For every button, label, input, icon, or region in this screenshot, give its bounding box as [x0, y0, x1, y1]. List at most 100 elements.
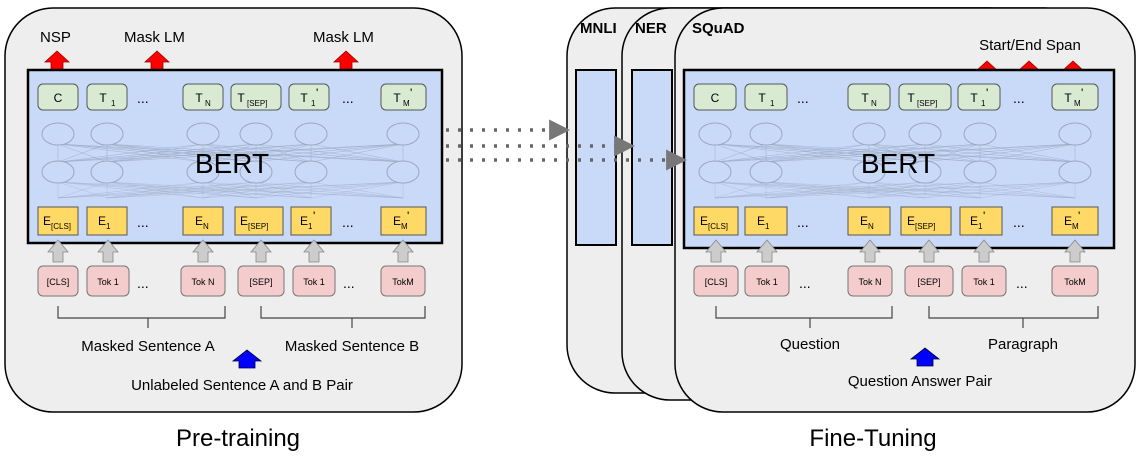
bracket-a: [57, 306, 226, 328]
connection-line: [106, 143, 404, 163]
e-cell-n: [182, 206, 224, 236]
gray-up-arrow-icon: [303, 239, 325, 263]
bracket-question: [715, 306, 893, 328]
connection-line: [255, 143, 404, 163]
e-cell-sep: [234, 206, 284, 236]
e-cell-cls: [693, 206, 739, 236]
connection-line: [714, 143, 926, 163]
t-cell-label: T: [393, 91, 401, 105]
connection-line: [714, 181, 767, 199]
ellipsis: ...: [343, 275, 355, 291]
network-node: [386, 160, 420, 184]
pretraining-caption: Pre-training: [176, 425, 300, 452]
t-cell-sub: 1: [770, 99, 775, 108]
connection-line: [106, 143, 312, 163]
network-lines: [698, 122, 1092, 199]
e-cell-cls: [37, 206, 79, 236]
connection-line: [57, 181, 404, 199]
e-cell-1-prime: [959, 206, 1003, 236]
gray-up-arrow-icon: [47, 239, 69, 263]
e-cell-sub: 1: [765, 222, 770, 231]
connection-line: [765, 143, 1076, 163]
task-label-squad: SQuAD: [692, 20, 745, 37]
connection-line: [979, 143, 1076, 163]
connection-line: [924, 181, 1076, 199]
network-node: [1058, 122, 1092, 146]
connection-line: [714, 181, 981, 199]
connection-line: [714, 181, 1076, 199]
t-cell-label: T: [861, 91, 869, 105]
network-node: [963, 122, 997, 146]
bert-label: BERT: [195, 148, 269, 179]
t-cell-sub: [SEP]: [247, 99, 267, 108]
bracket-b: [260, 306, 426, 328]
connection-line: [714, 143, 870, 163]
ellipsis: ...: [137, 90, 149, 106]
t-cell-prime: ': [316, 86, 318, 100]
connection-line: [924, 181, 981, 199]
ellipsis: ...: [797, 90, 809, 106]
paragraph-label: Paragraph: [988, 336, 1058, 353]
connection-line: [202, 143, 404, 163]
e-cell-label: E: [700, 214, 708, 228]
token-m: [1051, 265, 1099, 297]
e-cell-label: E: [393, 214, 401, 228]
ellipsis: ...: [799, 275, 811, 291]
network-node: [963, 160, 997, 184]
network-node: [41, 160, 75, 184]
e-cell-label: E: [240, 214, 248, 228]
connection-line: [57, 143, 404, 163]
t-cell-label: T: [1064, 91, 1072, 105]
connection-line: [57, 143, 108, 163]
token-cls: [693, 265, 739, 297]
gray-up-arrow-icon: [705, 239, 727, 263]
t-cell-c: [37, 83, 79, 111]
t-cell-sub: [SEP]: [917, 99, 937, 108]
network-node: [852, 122, 886, 146]
t-cell-sub: 1: [311, 99, 316, 108]
network-node: [852, 160, 886, 184]
e-cell-prime: ': [407, 209, 409, 223]
e-cell-sub: M: [401, 222, 408, 231]
t-cell-sub: M: [1074, 99, 1081, 108]
network-node: [749, 122, 783, 146]
network-node: [41, 122, 75, 146]
e-cell-1: [744, 206, 788, 236]
connection-line: [57, 181, 312, 199]
token-m: [380, 265, 426, 297]
pair-label: Unlabeled Sentence A and B Pair: [131, 377, 353, 394]
task-label-mnli: MNLI: [580, 20, 617, 37]
e-row: E [CLS] E 1 ... E N E [SEP] E 1 ' ... E …: [37, 206, 427, 236]
question-label: Question: [780, 336, 840, 353]
network-node: [239, 122, 273, 146]
token-sep: [237, 265, 285, 297]
connection-line: [765, 181, 1076, 199]
e-cell-prime: ': [313, 209, 315, 223]
token-n: [847, 265, 893, 297]
token-1: [744, 265, 790, 297]
e-cell-label: E: [43, 214, 51, 228]
connection-line: [106, 181, 404, 199]
e-cell-sub: [SEP]: [248, 222, 268, 231]
e-cell-label: E: [1064, 214, 1072, 228]
t-cell-sep: [230, 83, 282, 111]
e-cell-label: E: [98, 214, 106, 228]
blue-up-arrow-icon: [231, 349, 263, 369]
t-cell-sub: N: [871, 99, 877, 108]
t-cell-sub: 1: [981, 99, 986, 108]
connection-line: [924, 143, 981, 163]
e-cell-sub: [CLS]: [51, 222, 71, 231]
e-cell-m-prime: [1051, 206, 1099, 236]
bracket-paragraph: [928, 306, 1099, 328]
t-cell-n: [847, 83, 891, 111]
e-cell-label: E: [860, 214, 868, 228]
sentence-b-label: Masked Sentence B: [285, 338, 419, 355]
e-cell-sub: 1: [308, 222, 313, 231]
ellipsis: ...: [342, 90, 354, 106]
pair-label: Question Answer Pair: [848, 373, 992, 390]
red-up-arrow-icon: [43, 50, 71, 71]
network-node: [386, 122, 420, 146]
connection-line: [255, 143, 312, 163]
token-label: Tok N: [191, 277, 214, 287]
sentence-a-label: Masked Sentence A: [81, 338, 214, 355]
